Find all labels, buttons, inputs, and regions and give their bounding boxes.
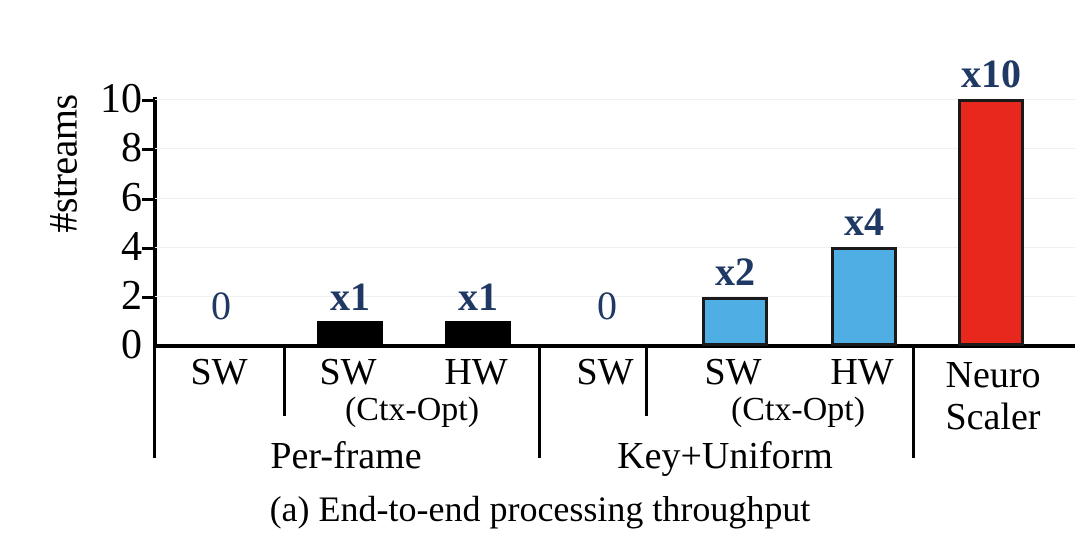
bar-label-perframe-sw-ctxopt: x1 <box>330 274 370 319</box>
y-tickmark-10 <box>142 99 155 102</box>
separator-perframe-keyuniform <box>538 348 541 458</box>
bar-label-neuroscaler: x10 <box>961 51 1021 96</box>
y-tick-8: 8 <box>121 125 142 171</box>
y-tick-2: 2 <box>121 273 142 319</box>
x-subgroup-keyuniform-ctxopt: (Ctx-Opt) <box>730 391 866 428</box>
bar-neuroscaler[interactable] <box>958 99 1024 346</box>
bar-label-keyuniform-hw-ctxopt: x4 <box>844 199 884 244</box>
bar-label-keyuniform-sw-ctxopt: x2 <box>715 249 755 294</box>
bar-perframe-hw-ctxopt[interactable] <box>445 321 511 346</box>
x-group-keyuniform: Key+Uniform <box>617 435 833 477</box>
bar-label-keyuniform-sw: 0 <box>597 283 617 328</box>
gridline-8 <box>155 148 1075 149</box>
x-category-perframe-sw: SW <box>190 351 248 393</box>
x-category-neuroscaler-line1: Neuro <box>945 354 1041 396</box>
gridline-2 <box>155 296 1075 297</box>
separator-left-edge <box>153 348 156 458</box>
x-axis-category-band: SW SW HW SW SW HW Neuro Scaler (Ctx-Opt)… <box>153 348 1075 476</box>
y-tick-10: 10 <box>100 76 142 122</box>
separator-keyuniform-neuroscaler <box>912 348 915 458</box>
y-tickmark-2 <box>142 296 155 299</box>
y-tick-6: 6 <box>121 175 142 221</box>
x-category-neuroscaler-line2: Scaler <box>945 396 1041 438</box>
y-tick-4: 4 <box>121 224 142 270</box>
bar-label-perframe-sw: 0 <box>211 283 231 328</box>
bar-perframe-sw-ctxopt[interactable] <box>317 321 383 346</box>
bar-keyuniform-sw-ctxopt[interactable] <box>702 297 768 346</box>
figure-caption: (a) End-to-end processing throughput <box>269 489 811 529</box>
x-category-keyuniform-sw-ctxopt: SW <box>704 351 762 393</box>
gridline-4 <box>155 247 1075 248</box>
y-axis-line <box>153 97 157 348</box>
x-axis-line <box>153 344 1075 348</box>
separator-keyuniform-sw <box>645 348 648 416</box>
x-category-neuroscaler: Neuro Scaler <box>946 354 1041 438</box>
y-tickmark-6 <box>142 198 155 201</box>
x-category-keyuniform-sw: SW <box>576 351 634 393</box>
plot-area: 0 x1 x1 0 x2 x4 x10 <box>142 54 1075 346</box>
x-subgroup-perframe-ctxopt: (Ctx-Opt) <box>344 391 480 428</box>
y-tick-0: 0 <box>121 322 142 368</box>
y-axis-tick-labels: 10 8 6 4 2 0 <box>72 0 142 549</box>
bar-label-perframe-hw-ctxopt: x1 <box>458 274 498 319</box>
x-category-perframe-hw-ctxopt: HW <box>444 351 508 393</box>
y-tickmark-4 <box>142 247 155 250</box>
y-tickmark-8 <box>142 148 155 151</box>
gridline-10 <box>155 99 1075 100</box>
x-category-keyuniform-hw-ctxopt: HW <box>830 351 894 393</box>
gridline-6 <box>155 198 1075 199</box>
separator-perframe-sw <box>283 348 286 416</box>
x-group-perframe: Per-frame <box>270 435 422 477</box>
x-category-perframe-sw-ctxopt: SW <box>319 351 377 393</box>
bar-keyuniform-hw-ctxopt[interactable] <box>831 247 897 346</box>
